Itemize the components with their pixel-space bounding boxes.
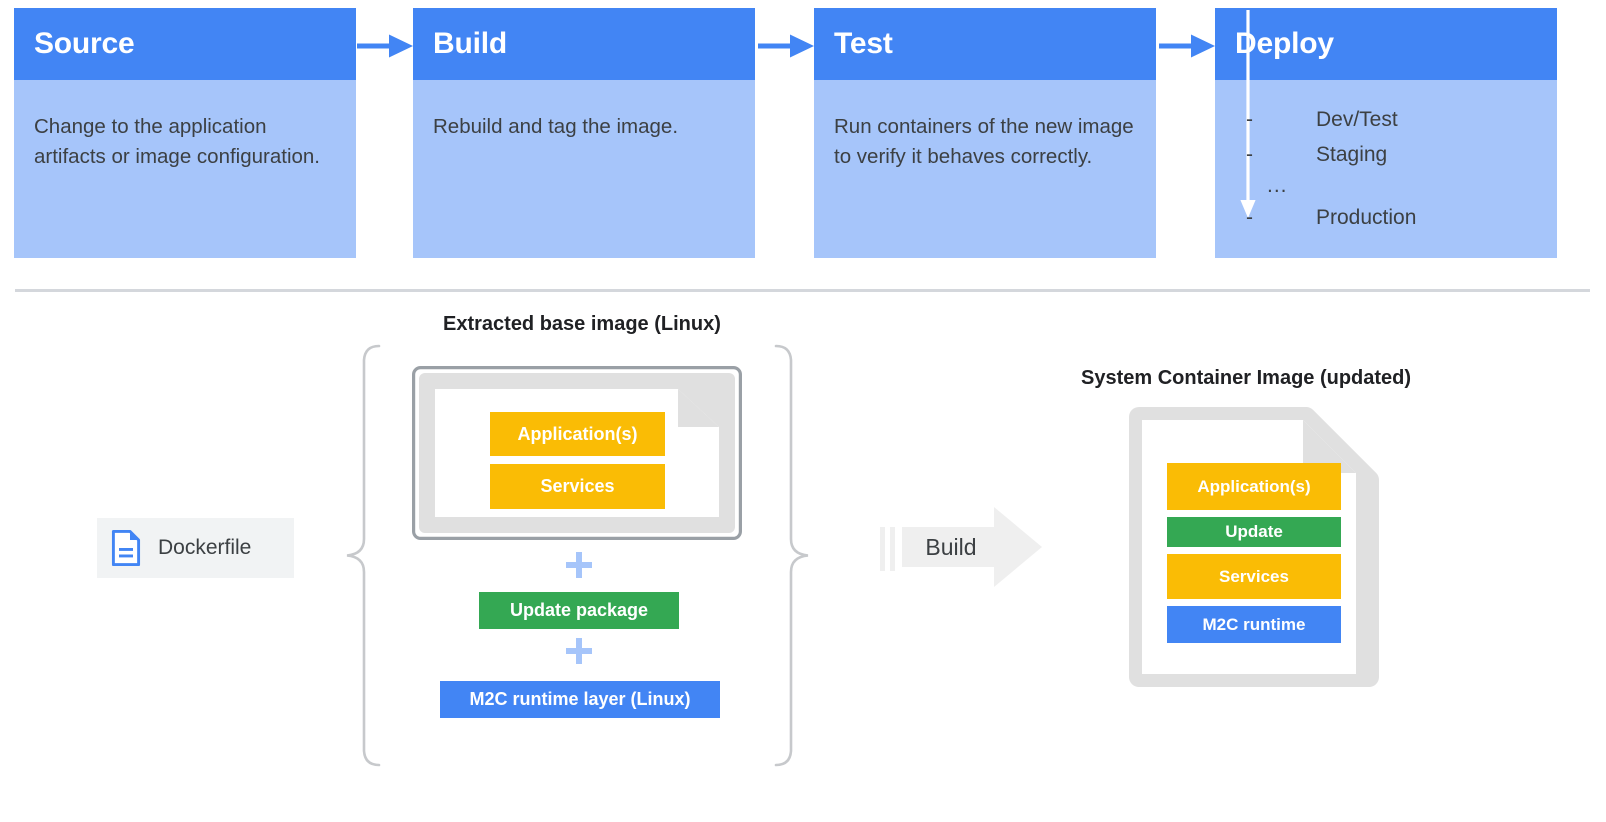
right-curly-brace xyxy=(774,344,809,767)
document-icon xyxy=(111,529,141,567)
stage-description-build: Rebuild and tag the image. xyxy=(433,115,679,138)
stage-body-source: Change to the application artifacts or i… xyxy=(14,80,356,258)
stage-body-build: Rebuild and tag the image. xyxy=(413,80,755,258)
output-layer-applications: Application(s) xyxy=(1167,463,1341,510)
update-package-layer: Update package xyxy=(479,592,679,629)
output-image-document xyxy=(1129,407,1379,687)
block-arrow-right-icon xyxy=(880,507,1042,587)
stage-title-build: Build xyxy=(433,27,507,60)
base-layer-applications: Application(s) xyxy=(490,412,665,456)
stage-description-test: Run containers of the new image to verif… xyxy=(834,115,1134,168)
stage-body-deploy: - Dev/Test - Staging ... - Production xyxy=(1215,10,1557,258)
stage-header-deploy: Deploy xyxy=(1215,8,1557,80)
stage-body-test: Run containers of the new image to verif… xyxy=(814,80,1156,258)
pipeline-stage-deploy: Deploy - Dev/Test - Staging ... - Pr xyxy=(1215,8,1557,258)
deploy-env-label: Staging xyxy=(1316,143,1388,166)
build-action-label: Build xyxy=(925,533,977,560)
arrow-right-icon xyxy=(758,34,814,58)
deploy-environment-list: - Dev/Test - Staging ... - Production xyxy=(1215,102,1557,235)
stage-title-test: Test xyxy=(834,27,893,60)
deploy-env-label: Production xyxy=(1316,206,1417,229)
deploy-env-item: - Staging xyxy=(1215,137,1557,172)
arrow-right-icon xyxy=(1159,34,1215,58)
m2c-runtime-layer: M2C runtime layer (Linux) xyxy=(440,681,720,718)
plus-icon xyxy=(566,638,592,664)
deploy-env-ellipsis: ... xyxy=(1267,174,1288,197)
stage-header-build: Build xyxy=(413,8,755,80)
plus-icon xyxy=(566,552,592,578)
stage-header-test: Test xyxy=(814,8,1156,80)
output-layer-update: Update xyxy=(1167,517,1341,547)
deploy-env-bullet: - xyxy=(1246,143,1253,166)
deploy-env-label: Dev/Test xyxy=(1316,108,1398,131)
deploy-env-bullet: - xyxy=(1246,206,1253,229)
output-layer-services: Services xyxy=(1167,554,1341,599)
section-divider xyxy=(15,289,1590,292)
output-image-caption: System Container Image (updated) xyxy=(1081,367,1412,389)
arrow-right-icon xyxy=(357,34,413,58)
left-curly-brace xyxy=(346,344,381,767)
output-layer-m2c-runtime: M2C runtime xyxy=(1167,606,1341,643)
deploy-env-item: - Production xyxy=(1215,200,1557,235)
pipeline-stage-source: Source Change to the application artifac… xyxy=(14,8,356,258)
deploy-env-item: - Dev/Test xyxy=(1215,102,1557,137)
stage-header-source: Source xyxy=(14,8,356,80)
deploy-env-bullet: - xyxy=(1246,108,1253,131)
deploy-down-arrow-icon xyxy=(1240,10,1256,218)
dockerfile-chip[interactable]: Dockerfile xyxy=(97,518,294,578)
base-image-caption: Extracted base image (Linux) xyxy=(443,313,721,335)
stage-title-source: Source xyxy=(34,27,135,60)
dockerfile-label: Dockerfile xyxy=(158,536,252,559)
base-layer-services: Services xyxy=(490,464,665,509)
stage-description-source: Change to the application artifacts or i… xyxy=(34,115,320,168)
pipeline-stage-test: Test Run containers of the new image to … xyxy=(814,8,1156,258)
stage-title-deploy: Deploy xyxy=(1235,27,1334,60)
pipeline-stage-build: Build Rebuild and tag the image. xyxy=(413,8,755,258)
